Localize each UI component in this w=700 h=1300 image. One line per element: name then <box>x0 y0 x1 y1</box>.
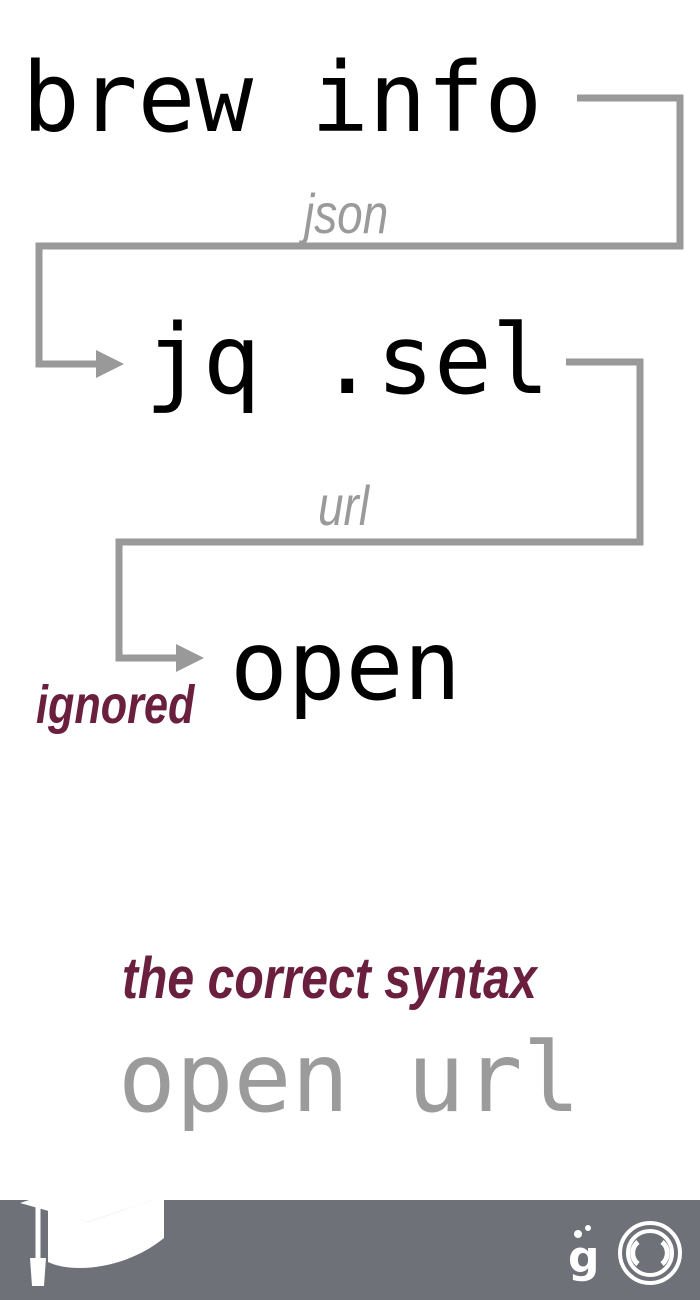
ignored-note: ignored <box>36 675 195 735</box>
connector-label-json: json <box>304 182 389 245</box>
pipeline-step-jq-sel: jq .sel <box>145 304 550 416</box>
brand-logo: g <box>568 1221 682 1285</box>
graduation-cap-icon <box>20 1170 188 1286</box>
connector-label-url: url <box>318 474 370 537</box>
arrowhead-2 <box>176 644 204 672</box>
pipeline-step-brew-info: brew info <box>22 42 543 154</box>
correct-syntax-heading: the correct syntax <box>122 946 537 1011</box>
correct-syntax-code: open url <box>118 1022 581 1134</box>
footer-bar: g <box>0 1170 700 1300</box>
pipeline-step-open: open <box>230 610 462 722</box>
connector-arrow-1 <box>35 94 684 368</box>
connector-arrow-2 <box>115 358 644 662</box>
arrowhead-1 <box>96 350 124 378</box>
svg-text:g: g <box>568 1232 600 1283</box>
